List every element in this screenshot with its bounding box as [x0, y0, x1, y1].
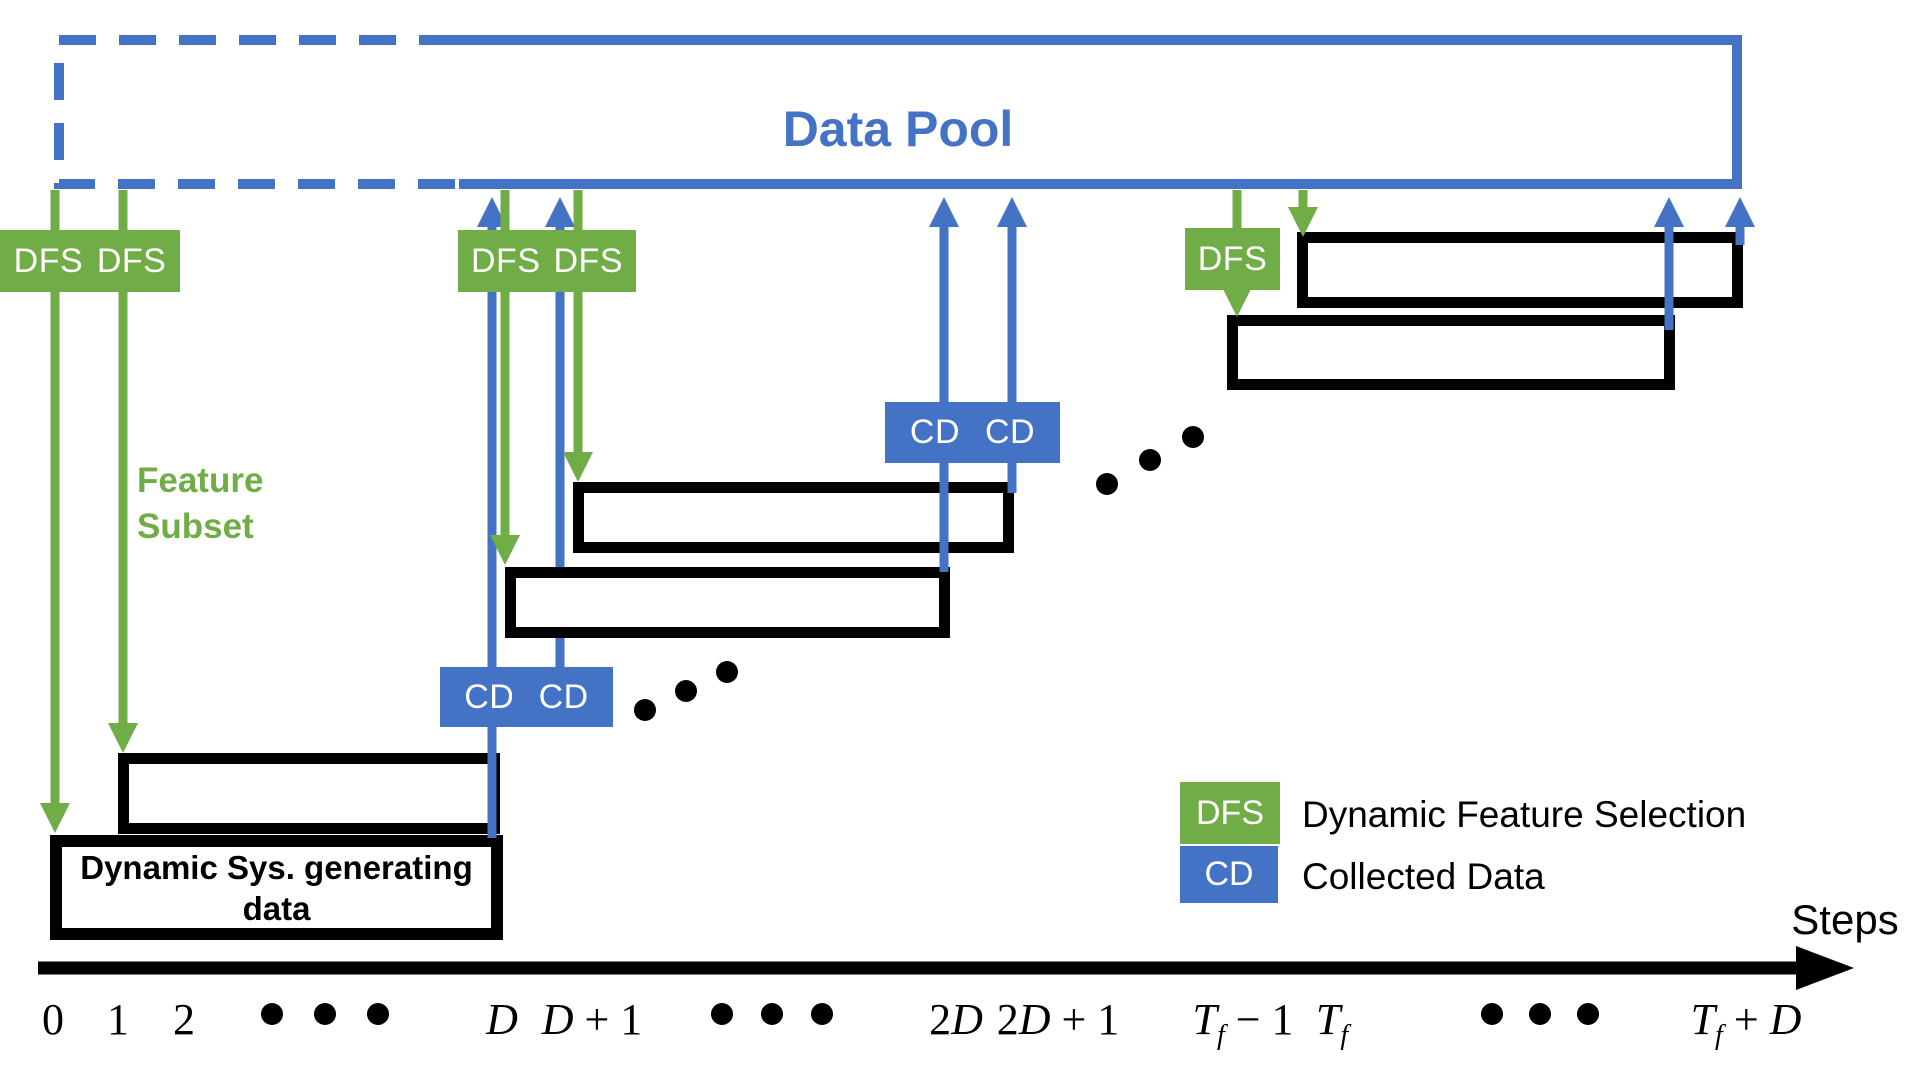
arrow-up-head-icon [545, 197, 575, 227]
axis-ellipsis-dot [711, 1003, 733, 1025]
axis-ellipsis-dot [1529, 1003, 1551, 1025]
ellipsis-dot [634, 699, 656, 721]
time-window-box [573, 482, 1014, 553]
data-pool-box-solid-border [456, 35, 1742, 189]
axis-ellipsis-dot [761, 1003, 783, 1025]
arrow-up-head-icon [929, 197, 959, 227]
time-window-box [118, 753, 500, 834]
time-window-box [505, 567, 950, 638]
axis-ellipsis-dot [811, 1003, 833, 1025]
axis-ellipsis-dot [314, 1003, 336, 1025]
time-window-box [1227, 315, 1675, 390]
arrow-down-head-icon [1222, 287, 1252, 317]
arrow-down-head-icon [40, 803, 70, 833]
dynamic-system-box [50, 835, 503, 940]
arrow-down-head-icon [108, 723, 138, 753]
axis-ellipsis-dot [1481, 1003, 1503, 1025]
axis-ellipsis-dot [367, 1003, 389, 1025]
arrow-up-head-icon [477, 197, 507, 227]
ellipsis-dots-layer [261, 426, 1599, 1025]
axis-ellipsis-dot [261, 1003, 283, 1025]
arrow-down-head-icon [490, 535, 520, 565]
axis-layer [38, 946, 1854, 990]
arrow-down-head-icon [563, 452, 593, 482]
axis-ellipsis-dot [1577, 1003, 1599, 1025]
axis-arrow-head-icon [1796, 946, 1854, 990]
ellipsis-dot [716, 661, 738, 683]
data-pool-layer [54, 35, 1742, 189]
ellipsis-dot [1182, 426, 1204, 448]
arrow-up-head-icon [997, 197, 1027, 227]
arrow-up-head-icon [1654, 197, 1684, 227]
arrow-up-head-icon [1725, 197, 1755, 227]
ellipsis-dot [1139, 449, 1161, 471]
ellipsis-dot [675, 680, 697, 702]
window-boxes-layer [50, 232, 1743, 940]
arrow-down-head-icon [1288, 207, 1318, 237]
ellipsis-dot [1096, 473, 1118, 495]
data-pool-box-dashed-border [54, 35, 459, 189]
